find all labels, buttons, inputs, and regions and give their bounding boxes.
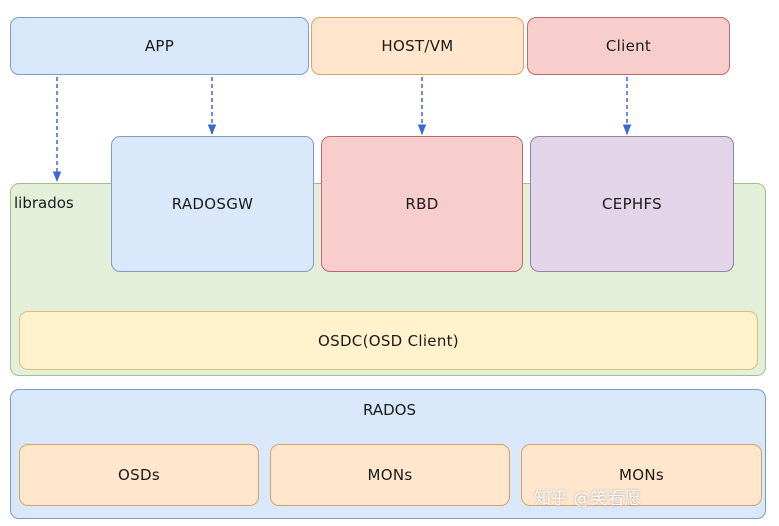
rbd-box: RBD: [321, 136, 523, 272]
client-label: Client: [605, 37, 652, 55]
osds-label: OSDs: [118, 466, 160, 484]
mons-box-2: MONs: [521, 444, 762, 506]
watermark: 知乎 @笑看愿: [534, 489, 642, 509]
cephfs-box: CEPHFS: [530, 136, 734, 272]
rbd-label: RBD: [405, 195, 439, 213]
radosgw-box: RADOSGW: [111, 136, 314, 272]
radosgw-label: RADOSGW: [171, 195, 254, 213]
osdc-box: OSDC(OSD Client): [19, 311, 758, 370]
app-box: APP: [10, 17, 309, 75]
mons-label-1: MONs: [367, 466, 413, 484]
librados-label: librados: [14, 194, 74, 212]
rados-label: RADOS: [363, 401, 416, 419]
mons-box-1: MONs: [270, 444, 510, 506]
osdc-label: OSDC(OSD Client): [318, 331, 459, 350]
cephfs-label: CEPHFS: [602, 195, 662, 213]
client-box: Client: [527, 17, 730, 75]
mons-label-2: MONs: [619, 466, 664, 484]
host-vm-label: HOST/VM: [381, 37, 454, 55]
host-vm-box: HOST/VM: [311, 17, 524, 75]
osds-box: OSDs: [19, 444, 259, 506]
app-label: APP: [144, 37, 175, 55]
